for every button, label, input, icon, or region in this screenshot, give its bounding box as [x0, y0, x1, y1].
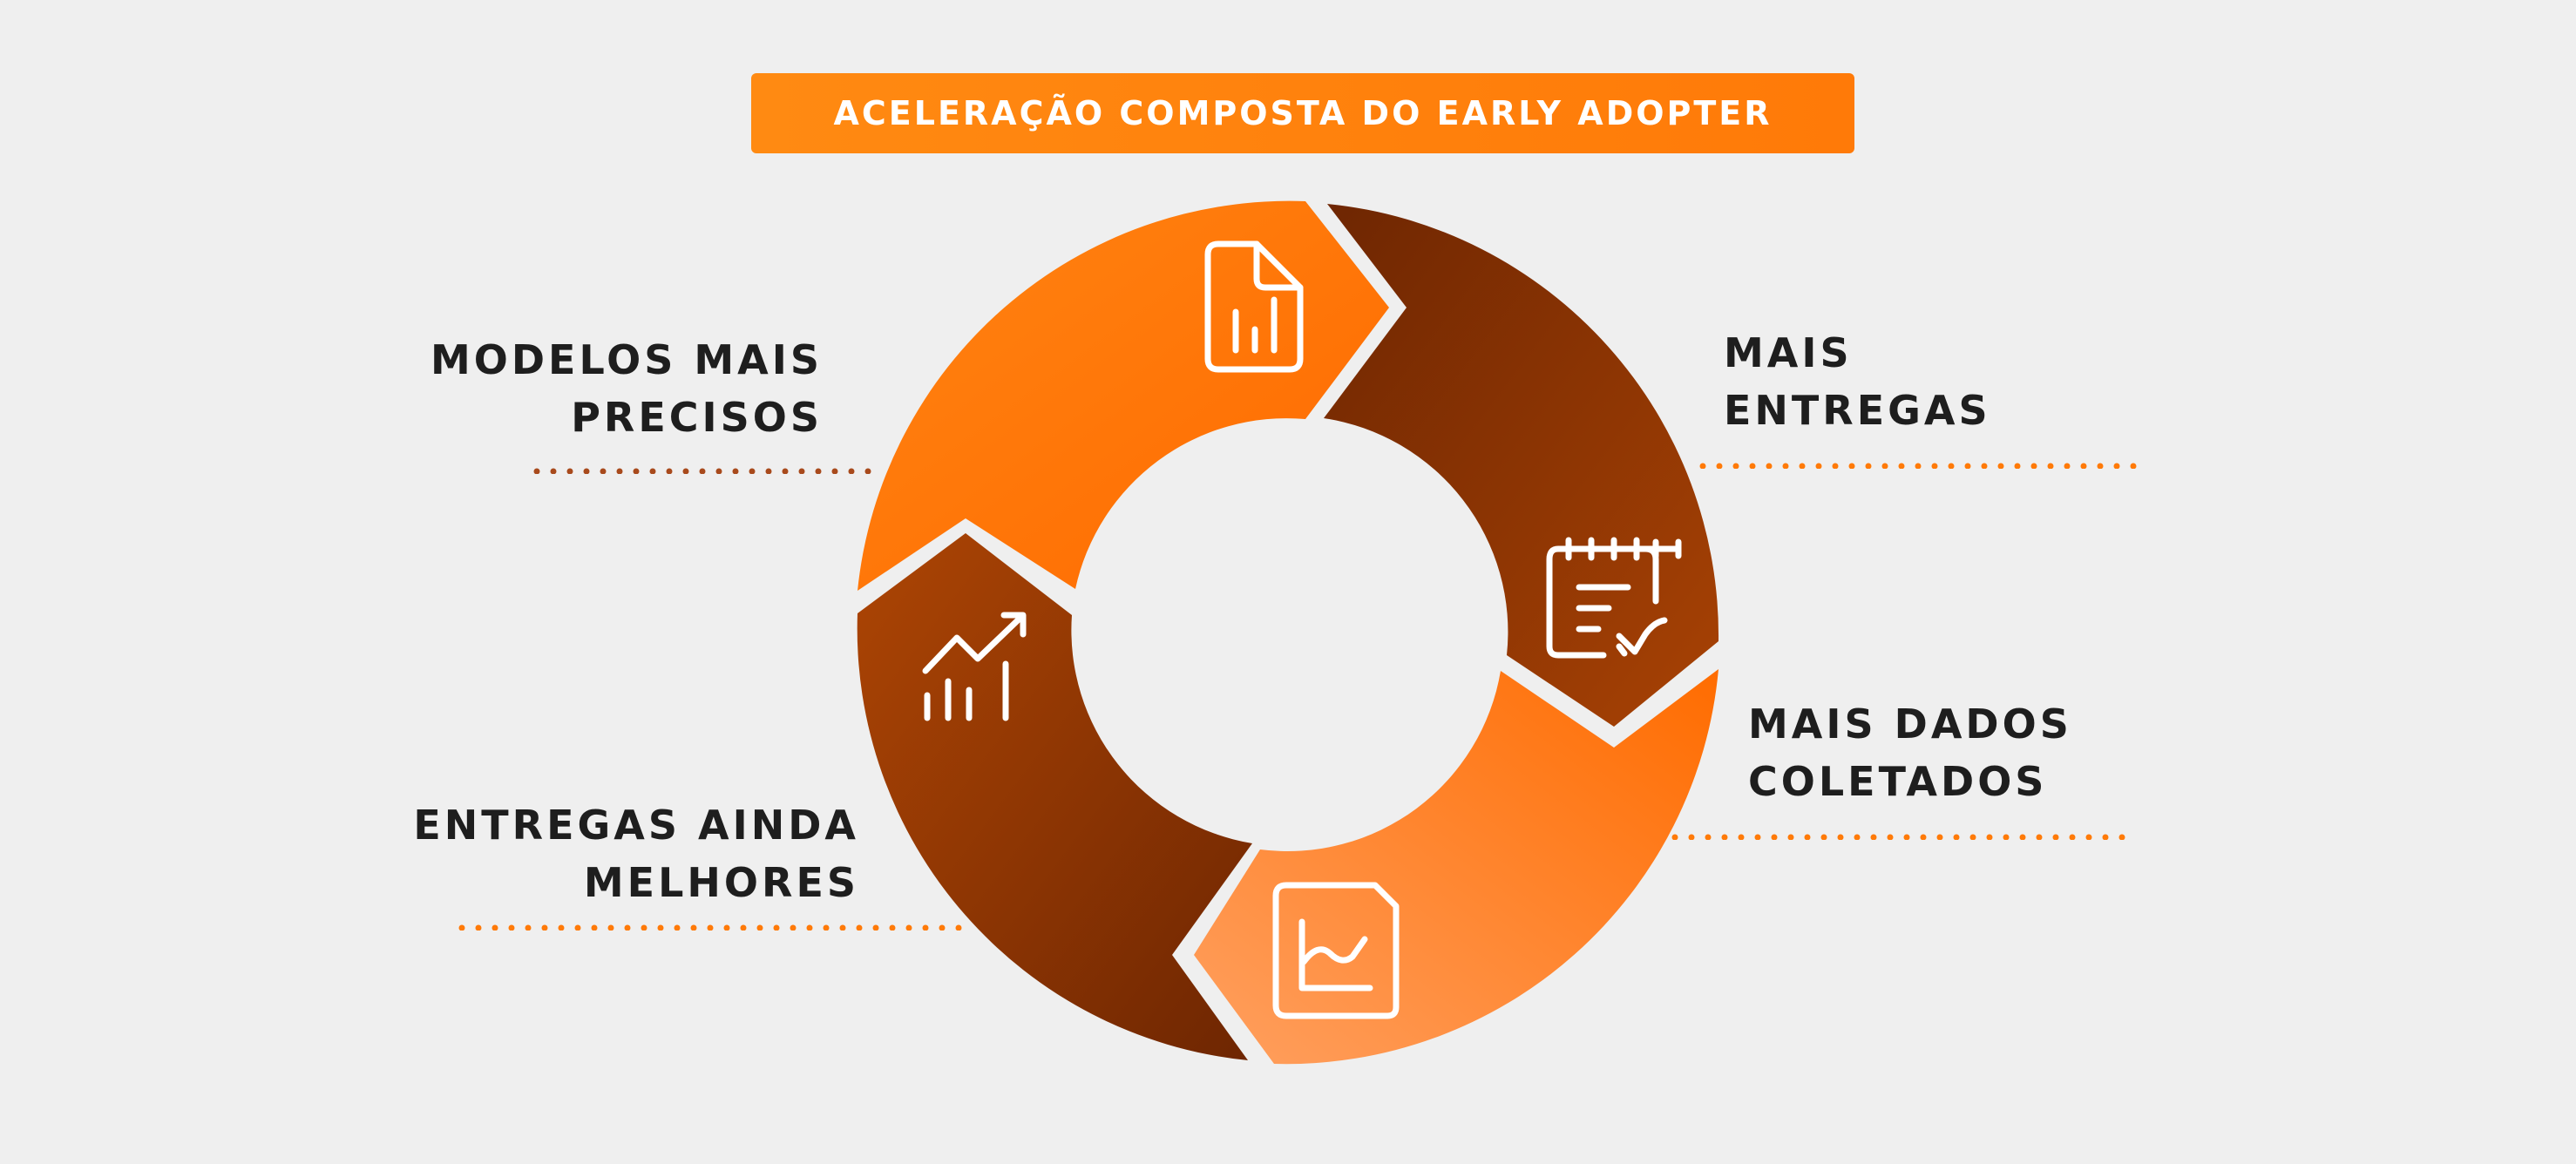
cycle-segment-left: [857, 533, 1252, 1060]
step-label-left: ENTREGAS AINDA MELHORES: [349, 796, 859, 911]
step-label-line: MELHORES: [583, 859, 859, 906]
dotted-leader-left: [458, 924, 967, 931]
title-banner: ACELERAÇÃO COMPOSTA DO EARLY ADOPTER: [751, 73, 1854, 153]
document-bar-chart-icon: [1204, 240, 1304, 373]
step-label-top-left: MODELOS MAIS PRECISOS: [375, 331, 823, 446]
step-label-line: MODELOS MAIS: [430, 336, 823, 383]
step-label-line: COLETADOS: [1748, 758, 2048, 805]
step-label-bottom-right: MAIS DADOS COLETADOS: [1748, 695, 2072, 810]
cycle-segment-top-left: [858, 200, 1389, 592]
growth-chart-icon: [922, 612, 1027, 721]
step-label-right: MAIS ENTREGAS: [1724, 324, 1991, 439]
diagram-title: ACELERAÇÃO COMPOSTA DO EARLY ADOPTER: [833, 94, 1773, 132]
step-label-line: PRECISOS: [571, 394, 823, 441]
line-chart-file-icon: [1272, 882, 1400, 1019]
cycle-segment-right: [1324, 204, 1719, 727]
step-label-line: ENTREGAS: [1724, 387, 1991, 434]
step-label-line: MAIS DADOS: [1748, 700, 2072, 748]
step-label-line: ENTREGAS AINDA: [413, 802, 859, 849]
dotted-leader-top-left: [533, 468, 882, 474]
dotted-leader-bottom-right: [1671, 834, 2139, 840]
cycle-segment-bottom-right: [1194, 669, 1718, 1065]
calendar-checklist-icon: [1546, 537, 1682, 659]
step-label-line: MAIS: [1724, 329, 1853, 376]
dotted-leader-right: [1699, 463, 2144, 469]
